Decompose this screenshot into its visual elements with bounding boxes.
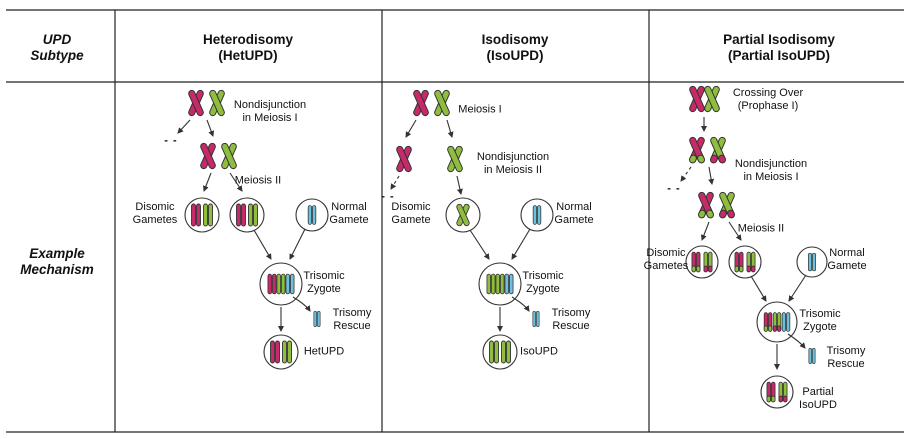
het-label-meiosis2: Meiosis II [234,174,282,187]
rescued-chromosome-icon [313,310,321,328]
rescue-arrow [511,296,530,312]
trisomic-zygote-cell [756,301,798,343]
arrow [446,119,454,138]
maternal-chromosome-icon [412,88,430,118]
rescued-chromosome-icon [532,310,540,328]
maternal-chromosome-icon [199,141,217,171]
maternal-chromosome-icon [187,88,205,118]
lost-cell-arrow [390,175,400,190]
arrow [469,229,490,260]
partial-isodisomy-mechanism [680,84,828,409]
iso-label-meiosis1: Meiosis I [458,103,502,116]
arrow [206,119,215,137]
trisomic-zygote-cell [259,262,303,306]
partial-label-disomic-gametes: Disomic Gametes [643,247,689,272]
partial-label-nondisjunction: Nondisjunction in Meiosis I [734,158,808,183]
rescue-arrow [292,296,311,312]
arrow [177,119,191,134]
header-upd-subtype: UPD Subtype [30,31,84,63]
normal-gamete-cell [520,198,554,232]
iso-label-nondisjunction: Nondisjunction in Meiosis II [476,151,550,176]
arrow [788,274,807,302]
header-isodisomy: Isodisomy (IsoUPD) [481,31,549,63]
het-lost-cell-mark: - - [164,134,178,147]
iso-label-trisomy-rescue: Trisomy Rescue [551,307,591,332]
arrow [456,175,463,195]
iso-label-disomic-gamete: Disomic Gamete [391,201,431,226]
recombinant-paternal-chromosome-icon [719,191,736,218]
het-label-disomic-gametes: Disomic Gametes [132,201,178,226]
het-label-normal-gamete: Normal Gamete [329,201,369,226]
result-cell [760,375,794,409]
disomic-gamete-cell [229,197,265,233]
normal-gamete-cell [295,198,329,232]
trisomic-zygote-cell [478,262,522,306]
heterodisomy-mechanism [177,88,329,370]
arrow [728,221,742,241]
maternal-chromosome-icon [688,84,706,114]
paternal-chromosome-icon [703,84,721,114]
maternal-chromosome-icon [395,144,413,174]
isodisomy-mechanism [390,88,554,370]
result-cell [263,334,299,370]
disomic-gamete-cell [728,245,762,279]
paternal-chromosome-icon [220,141,238,171]
paternal-chromosome-icon [208,88,226,118]
recombinant-maternal-chromosome-icon [689,136,706,163]
partial-label-normal-gamete: Normal Gamete [827,247,867,272]
arrow [229,172,243,192]
normal-gamete-cell [796,246,828,278]
paternal-chromosome-icon [433,88,451,118]
het-label-nondisjunction: Nondisjunction in Meiosis I [233,99,307,124]
arrow [405,119,417,138]
iso-label-trisomic-zygote: Trisomic Zygote [522,270,564,295]
header-heterodisomy: Heterodisomy (HetUPD) [202,31,294,63]
rescue-arrow [787,333,806,349]
partial-label-meiosis2: Meiosis II [737,222,785,235]
table-grid [6,9,904,433]
partial-label-trisomy-rescue: Trisomy Rescue [826,345,866,370]
paternal-chromosome-icon [446,144,464,174]
disomic-gamete-cell [184,197,220,233]
arrow [750,275,767,302]
recombinant-paternal-chromosome-icon [710,136,727,163]
arrow [203,172,212,192]
arrow [289,228,306,260]
arrow [708,166,715,185]
partial-label-trisomic-zygote: Trisomic Zygote [799,308,841,333]
rescued-chromosome-icon [808,347,816,365]
het-label-result: HetUPD [303,345,345,358]
result-cell [482,334,518,370]
lost-cell-arrow [680,166,692,182]
partial-label-crossing-over: Crossing Over (Prophase I) [732,87,804,112]
header-partial-isodisomy: Partial Isodisomy (Partial IsoUPD) [723,31,835,63]
row-label-example-mechanism: Example Mechanism [20,245,94,277]
iso-label-normal-gamete: Normal Gamete [554,201,594,226]
disomic-gamete-cell [685,245,719,279]
arrow [511,228,531,260]
het-label-trisomic-zygote: Trisomic Zygote [303,270,345,295]
het-label-trisomy-rescue: Trisomy Rescue [332,307,372,332]
iso-lost-cell-mark: - - [381,190,395,203]
partial-label-result: Partial IsoUPD [799,386,837,411]
recombinant-maternal-chromosome-icon [698,191,715,218]
arrow [701,221,710,241]
iso-label-result: IsoUPD [520,345,558,358]
arrow [253,229,272,260]
partial-lost-cell-mark: - - [667,182,681,195]
